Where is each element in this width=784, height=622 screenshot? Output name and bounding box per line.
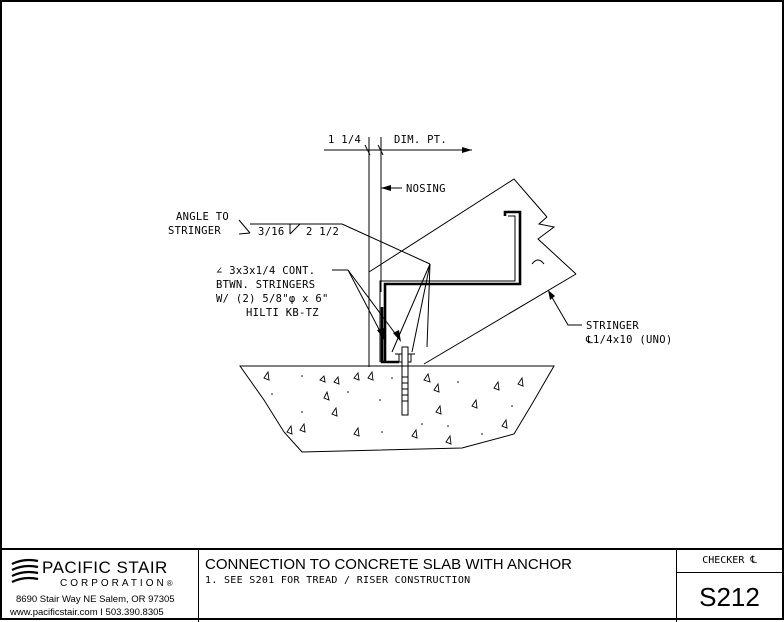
stringer-arrow [548, 290, 555, 300]
corporation-text: CORPORATION [60, 578, 167, 589]
angle-note-arrow [393, 330, 401, 342]
dimension-arrow [462, 147, 472, 153]
concrete-slab [239, 365, 555, 453]
stringer-top-edge [368, 178, 548, 273]
concrete-aggregate [263, 370, 524, 445]
angle-note-arrow [377, 328, 384, 340]
weld-leader [341, 223, 431, 265]
weld-length-label: 2 1/2 [306, 226, 339, 238]
company-corporation: CORPORATION® [60, 578, 173, 589]
continuous-angle [380, 307, 399, 364]
angle-label-line2: STRINGER [168, 225, 221, 237]
registered-mark: ® [166, 579, 173, 588]
stringer-break [537, 216, 577, 275]
angle-note-leader [347, 269, 401, 341]
dim-left-label: 1 1/4 [328, 134, 361, 146]
detail-title: CONNECTION TO CONCRETE SLAB WITH ANCHOR [205, 556, 572, 573]
anchor-bolt [401, 346, 409, 416]
weld-leader [411, 263, 431, 353]
stringer-note-line1: STRINGER [586, 320, 639, 332]
angle-note-leader [347, 269, 384, 338]
stair-logo-icon [11, 558, 39, 583]
angle-label-line1: ANGLE TO [176, 211, 229, 223]
weld-leader-bend [238, 232, 251, 235]
weld-symbol [289, 223, 301, 235]
anchor-note-line3: W/ (2) 5/8"φ x 6" [216, 293, 329, 305]
stringer-leader [549, 293, 582, 326]
weld-leader-bend [238, 219, 251, 234]
detail-drawing: 1 1/4 DIM. PT. NOSING ANGLE TO STRINGER … [168, 134, 673, 453]
anchor-note-line4: HILTI KB-TZ [246, 307, 319, 319]
concrete-dots [271, 375, 513, 435]
nosing-label: NOSING [406, 183, 446, 195]
stringer-bottom-edge [423, 273, 577, 365]
company-name: PACIFIC STAIR [42, 558, 168, 577]
nosing-arrow [381, 185, 391, 191]
sheet-cell: CHECKER ℄ S212 [677, 550, 782, 622]
angle-note-leader [426, 263, 431, 348]
company-cell: PACIFIC STAIR CORPORATION® 8690 Stair Wa… [2, 550, 199, 622]
stringer-note-line2: ℄1/4x10 (UNO) [585, 334, 673, 346]
anchor-note-line1: ∠ 3x3x1/4 CONT. [216, 265, 315, 277]
weld-size-label: 3/16 [258, 226, 285, 238]
break-mark [531, 259, 545, 265]
anchor-note-line2: BTWN. STRINGERS [216, 279, 315, 291]
tread-riser-inner [379, 215, 516, 362]
company-address: 8690 Stair Way NE Salem, OR 97305 [16, 594, 175, 605]
tread-riser-profile [383, 210, 522, 362]
detail-note: 1. SEE S201 FOR TREAD / RISER CONSTRUCTI… [205, 575, 471, 586]
dim-right-label: DIM. PT. [394, 134, 447, 146]
weld-leader [391, 263, 431, 353]
title-block: PACIFIC STAIR CORPORATION® 8690 Stair Wa… [2, 548, 782, 622]
title-cell: CONNECTION TO CONCRETE SLAB WITH ANCHOR … [199, 550, 677, 622]
checker-label: CHECKER ℄ [677, 550, 782, 573]
sheet-number: S212 [699, 582, 760, 612]
company-contact: www.pacificstair.com I 503.390.8305 [10, 607, 164, 618]
